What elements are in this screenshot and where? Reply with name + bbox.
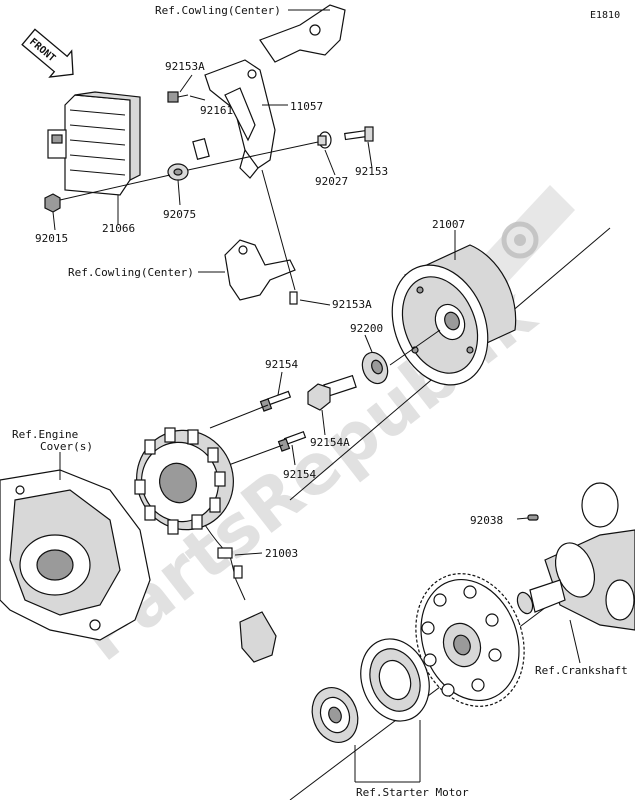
bracket-11057 <box>204 4 346 179</box>
leader-92154A <box>321 409 326 436</box>
label-92154-bottom: 92154 <box>283 468 316 481</box>
label-92153: 92153 <box>355 165 388 178</box>
leader-92153A-top <box>179 74 193 93</box>
leader-92015 <box>52 211 56 231</box>
leader-92200 <box>364 334 373 353</box>
label-92027: 92027 <box>315 175 348 188</box>
assembly-line-flywheel <box>389 329 441 366</box>
crankshaft <box>516 482 635 631</box>
leader-92153 <box>367 141 373 169</box>
label-ref-engine-cover-line2: Cover(s) <box>40 440 93 453</box>
leader-92038 <box>516 517 529 520</box>
watermark-gear-icon <box>480 185 575 285</box>
label-ref-starter-motor: Ref.Starter Motor <box>356 786 469 799</box>
label-92153A-top: 92153A <box>165 60 205 73</box>
leader-92075 <box>177 179 181 206</box>
leader-ref-crankshaft <box>569 619 581 664</box>
regulator-21066 <box>47 91 141 196</box>
label-92038: 92038 <box>470 514 503 527</box>
bolt-92154A <box>307 374 357 411</box>
key-92038 <box>527 514 539 521</box>
label-21066: 21066 <box>102 222 135 235</box>
label-ref-engine-cover-line1: Ref.Engine <box>12 428 78 441</box>
leader-ref-starter-motor <box>354 720 421 783</box>
assembly-line-2 <box>187 141 319 171</box>
leader-92154-top <box>277 371 283 396</box>
label-92154A: 92154A <box>310 436 350 449</box>
engine-cover <box>0 469 151 641</box>
leader-92027 <box>324 149 336 176</box>
label-92153A-mid: 92153A <box>332 298 372 311</box>
bolt-92154-top <box>259 390 292 412</box>
flywheel-21007 <box>391 244 517 386</box>
leader-92154-bottom <box>291 444 296 466</box>
starter-clutch-plate <box>360 638 430 722</box>
label-ref-cowling-top: Ref.Cowling(Center) <box>155 4 281 17</box>
rubber-clip <box>192 138 210 160</box>
label-21007: 21007 <box>432 218 465 231</box>
label-92161: 92161 <box>200 104 233 117</box>
stator-21003 <box>134 427 277 663</box>
starter-gear <box>415 573 525 707</box>
label-11057: 11057 <box>290 100 323 113</box>
label-ref-cowling-mid: Ref.Cowling(Center) <box>68 266 194 279</box>
front-arrow-icon: FRONT <box>21 28 74 78</box>
leader-92161 <box>189 95 206 101</box>
cowling-bracket <box>224 239 298 305</box>
label-92015: 92015 <box>35 232 68 245</box>
diagram-code: E1810 <box>590 10 620 21</box>
bolt-92161 <box>167 91 189 103</box>
assembly-line-bolt-1 <box>209 404 269 429</box>
label-21003: 21003 <box>265 547 298 560</box>
nut-92015 <box>44 193 61 213</box>
bolt-92153 <box>344 126 374 142</box>
label-92200: 92200 <box>350 322 383 335</box>
label-92075: 92075 <box>163 208 196 221</box>
grommet-92027 <box>317 131 332 149</box>
collar-92075 <box>167 163 189 181</box>
assembly-line-1 <box>59 174 171 201</box>
one-way-clutch <box>311 687 359 743</box>
leader-92153A-mid <box>299 299 331 306</box>
label-92154-top: 92154 <box>265 358 298 371</box>
washer-92200 <box>361 351 389 385</box>
leader-21003 <box>234 552 263 556</box>
label-ref-crankshaft: Ref.Crankshaft <box>535 664 628 677</box>
assembly-line-3 <box>261 169 296 291</box>
